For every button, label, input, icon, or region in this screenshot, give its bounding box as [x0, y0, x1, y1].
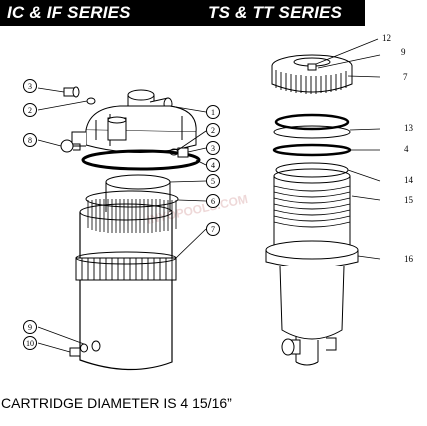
ic-if-filter: [60, 86, 201, 371]
header-bar: IC & IF SERIES TS & TT SERIES: [0, 0, 365, 26]
callout-3b: 3: [206, 141, 220, 155]
cartridge-diameter-caption: CARTRIDGE DIAMETER IS 4 15/16”: [1, 395, 232, 411]
callout-16: 16: [404, 254, 414, 264]
svg-text:2: 2: [28, 106, 32, 115]
air-relief-valve: [307, 63, 317, 71]
ts-tt-filter: [265, 54, 359, 366]
callout-13: 13: [404, 123, 414, 133]
svg-text:1: 1: [211, 108, 215, 117]
part-3-fitting: [63, 86, 80, 98]
callout-3: 3: [23, 79, 37, 93]
part-8-gauge: [60, 139, 81, 153]
part-9-oring: [80, 343, 88, 353]
callout-12: 12: [382, 33, 391, 43]
svg-text:2: 2: [211, 126, 215, 135]
right-callouts: 12 9 7 13 4 14 15 16: [382, 33, 414, 264]
ts-tt-series-title: TS & TT SERIES: [208, 3, 343, 22]
callout-9r: 9: [401, 47, 406, 57]
callout-14: 14: [404, 175, 414, 185]
part-10-plug: [69, 347, 81, 357]
callout-2b: 2: [206, 123, 220, 137]
right-leader-lines: [315, 38, 381, 260]
callout-10: 10: [23, 336, 37, 350]
callout-4r: 4: [404, 144, 409, 154]
left-leader-lines: [37, 87, 207, 353]
svg-text:4: 4: [211, 161, 215, 170]
callout-15: 15: [404, 195, 414, 205]
svg-text:3: 3: [28, 82, 32, 91]
ic-if-series-title: IC & IF SERIES: [7, 3, 131, 22]
part-3b-fitting: [177, 147, 189, 158]
callout-4: 4: [206, 158, 220, 172]
left-callouts: 3 2 8 1 2 3 4 5 6 7 9 10: [23, 79, 220, 350]
callout-7r: 7: [403, 72, 408, 82]
part-2-oring: [86, 97, 96, 105]
svg-text:7: 7: [211, 225, 215, 234]
svg-text:10: 10: [26, 339, 34, 348]
svg-text:5: 5: [211, 177, 215, 186]
svg-text:6: 6: [211, 197, 215, 206]
callout-1: 1: [206, 105, 220, 119]
callout-9: 9: [23, 320, 37, 334]
svg-text:9: 9: [28, 323, 32, 332]
callout-7: 7: [206, 222, 220, 236]
callout-5: 5: [206, 174, 220, 188]
watermark: INYOPOOLS.COM: [146, 192, 249, 227]
svg-text:3: 3: [211, 144, 215, 153]
callout-6: 6: [206, 194, 220, 208]
callout-2: 2: [23, 103, 37, 117]
svg-text:8: 8: [28, 136, 32, 145]
callout-8: 8: [23, 133, 37, 147]
